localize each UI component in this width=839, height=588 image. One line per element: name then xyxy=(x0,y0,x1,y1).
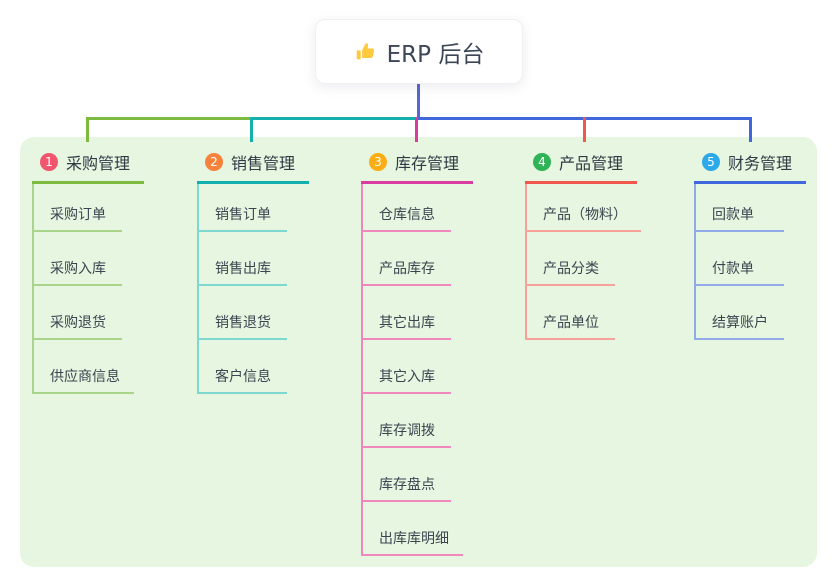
branch-column-1: 1 采购管理 采购订单 采购入库 采购退货 供应商信息 xyxy=(32,150,145,394)
child-topic[interactable]: 销售退货 xyxy=(199,286,287,340)
child-topic-label: 销售退货 xyxy=(215,315,271,331)
child-topic[interactable]: 产品分类 xyxy=(527,232,615,286)
child-topic-label: 供应商信息 xyxy=(50,369,120,385)
child-topic-label: 库存盘点 xyxy=(379,477,435,493)
child-topic-label: 产品单位 xyxy=(543,315,599,331)
rail-segment-teal xyxy=(253,117,417,120)
child-topic[interactable]: 出库库明细 xyxy=(363,502,463,556)
child-topic-label: 采购入库 xyxy=(50,261,106,277)
branch-title-label: 产品管理 xyxy=(559,154,624,173)
child-topic-label: 采购退货 xyxy=(50,315,106,331)
branch-stub-1 xyxy=(86,117,89,142)
rail-segment-green xyxy=(86,117,253,120)
branch-children: 回款单 付款单 结算账户 xyxy=(694,184,784,340)
branch-column-4: 4 产品管理 产品（物料） 产品分类 产品单位 xyxy=(525,150,641,340)
child-topic-label: 其它入库 xyxy=(379,369,435,385)
child-topic[interactable]: 回款单 xyxy=(696,184,784,232)
branch-number-badge: 2 xyxy=(205,153,223,171)
child-topic-label: 产品（物料） xyxy=(543,207,627,223)
branch-title-label: 库存管理 xyxy=(395,154,460,173)
child-topic-label: 客户信息 xyxy=(215,369,271,385)
child-topic[interactable]: 其它入库 xyxy=(363,340,451,394)
child-topic[interactable]: 库存盘点 xyxy=(363,448,451,502)
root-topic-label: ERP 后台 xyxy=(386,41,485,68)
branch-title[interactable]: 4 产品管理 xyxy=(525,150,638,184)
child-topic-label: 库存调拨 xyxy=(379,423,435,439)
branch-column-3: 3 库存管理 仓库信息 产品库存 其它出库 其它入库 库存调拨 库存盘点 出库库… xyxy=(361,150,474,556)
branch-title-label: 财务管理 xyxy=(728,154,793,173)
branch-title-label: 销售管理 xyxy=(231,154,296,173)
child-topic[interactable]: 供应商信息 xyxy=(34,340,134,394)
child-topic[interactable]: 结算账户 xyxy=(696,286,784,340)
child-topic-label: 其它出库 xyxy=(379,315,435,331)
child-topic[interactable]: 产品单位 xyxy=(527,286,615,340)
branch-stub-5 xyxy=(749,117,752,142)
branch-stub-3 xyxy=(415,117,418,142)
child-topic-label: 结算账户 xyxy=(712,315,768,331)
root-connector-line xyxy=(417,84,420,118)
branch-children: 产品（物料） 产品分类 产品单位 xyxy=(525,184,641,340)
child-topic[interactable]: 采购入库 xyxy=(34,232,122,286)
branch-title-label: 采购管理 xyxy=(66,154,131,173)
branch-children: 采购订单 采购入库 采购退货 供应商信息 xyxy=(32,184,134,394)
child-topic[interactable]: 仓库信息 xyxy=(363,184,451,232)
branch-number-badge: 5 xyxy=(702,153,720,171)
child-topic[interactable]: 其它出库 xyxy=(363,286,451,340)
branch-number-badge: 1 xyxy=(40,153,58,171)
child-topic-label: 产品分类 xyxy=(543,261,599,277)
branch-number-badge: 3 xyxy=(369,153,387,171)
branch-stub-2 xyxy=(250,117,253,142)
branch-stub-4 xyxy=(583,117,586,142)
branch-title[interactable]: 3 库存管理 xyxy=(361,150,474,184)
child-topic[interactable]: 产品（物料） xyxy=(527,184,641,232)
child-topic-label: 回款单 xyxy=(712,207,754,223)
child-topic[interactable]: 采购订单 xyxy=(34,184,122,232)
child-topic[interactable]: 库存调拨 xyxy=(363,394,451,448)
child-topic-label: 付款单 xyxy=(712,261,754,277)
branch-number-badge: 4 xyxy=(533,153,551,171)
child-topic-label: 采购订单 xyxy=(50,207,106,223)
branch-column-5: 5 财务管理 回款单 付款单 结算账户 xyxy=(694,150,807,340)
child-topic-label: 销售出库 xyxy=(215,261,271,277)
root-topic[interactable]: ERP 后台 xyxy=(315,19,523,84)
branch-children: 仓库信息 产品库存 其它出库 其它入库 库存调拨 库存盘点 出库库明细 xyxy=(361,184,463,556)
child-topic[interactable]: 付款单 xyxy=(696,232,784,286)
branch-title[interactable]: 1 采购管理 xyxy=(32,150,145,184)
child-topic-label: 产品库存 xyxy=(379,261,435,277)
branches-panel xyxy=(20,137,817,567)
branch-title[interactable]: 2 销售管理 xyxy=(197,150,310,184)
branch-title[interactable]: 5 财务管理 xyxy=(694,150,807,184)
child-topic[interactable]: 销售订单 xyxy=(199,184,287,232)
child-topic-label: 仓库信息 xyxy=(379,207,435,223)
child-topic-label: 出库库明细 xyxy=(379,531,449,547)
thumbs-up-icon xyxy=(354,41,376,63)
child-topic[interactable]: 销售出库 xyxy=(199,232,287,286)
child-topic[interactable]: 采购退货 xyxy=(34,286,122,340)
branch-column-2: 2 销售管理 销售订单 销售出库 销售退货 客户信息 xyxy=(197,150,310,394)
child-topic[interactable]: 产品库存 xyxy=(363,232,451,286)
branch-children: 销售订单 销售出库 销售退货 客户信息 xyxy=(197,184,287,394)
child-topic[interactable]: 客户信息 xyxy=(199,340,287,394)
child-topic-label: 销售订单 xyxy=(215,207,271,223)
